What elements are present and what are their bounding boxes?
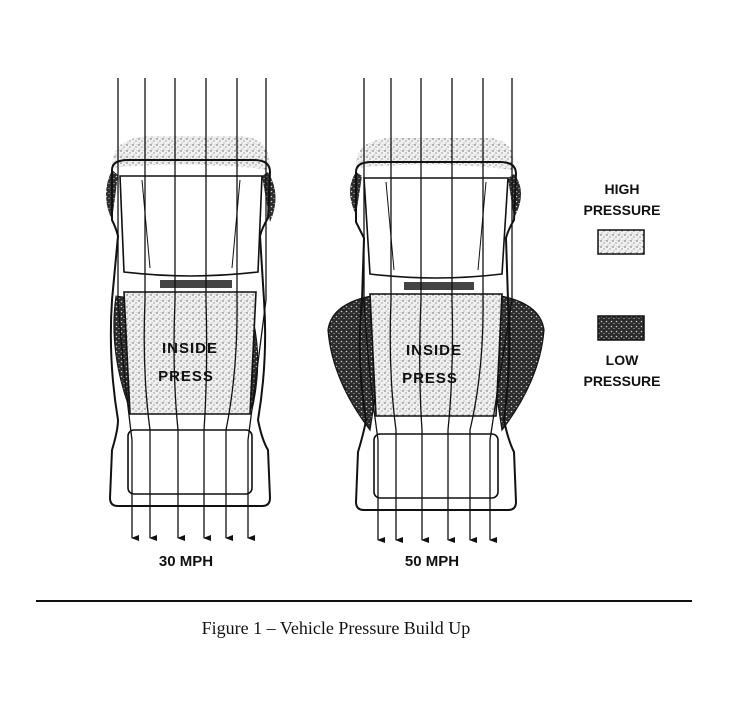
inside-press-label-line2: PRESS — [158, 368, 214, 385]
cargo-bed — [127, 429, 253, 495]
speed-label-30mph: 30 MPH — [159, 553, 213, 570]
front-high-pressure-zone — [111, 136, 271, 170]
figure-caption: Figure 1 – Vehicle Pressure Build Up — [202, 618, 471, 638]
legend: HIGH PRESSURE LOW PRESSURE — [583, 181, 660, 389]
cowl-vent — [404, 282, 474, 290]
vehicle-body-outline — [354, 161, 518, 511]
cab-inside-pressure-area — [369, 293, 503, 417]
inside-press-label-line2: PRESS — [402, 370, 458, 387]
vehicle-50mph: INSIDE PRESS 50 MPH — [327, 78, 545, 570]
vehicle-30mph: INSIDE PRESS 30 MPH — [106, 78, 276, 570]
inside-press-label-line1: INSIDE — [162, 340, 218, 357]
legend-low-label-line2: PRESSURE — [583, 373, 660, 389]
speed-label-50mph: 50 MPH — [405, 553, 459, 570]
cargo-bed — [373, 433, 499, 499]
legend-low-label-line1: LOW — [606, 352, 639, 368]
vehicle-body-outline — [108, 159, 272, 507]
legend-low-pressure-swatch — [597, 315, 645, 341]
airflow-lines-50mph — [363, 78, 513, 543]
legend-high-label-line2: PRESSURE — [583, 202, 660, 218]
legend-high-pressure-swatch — [597, 229, 645, 255]
legend-high-label-line1: HIGH — [605, 181, 640, 197]
cowl-vent — [160, 280, 232, 288]
cab-inside-pressure-area — [123, 291, 257, 415]
hood-panel — [363, 177, 509, 279]
airflow-lines-30mph — [117, 78, 267, 541]
hood-panel — [119, 175, 263, 277]
inside-press-label-line1: INSIDE — [406, 342, 462, 359]
front-high-pressure-zone — [355, 138, 515, 170]
